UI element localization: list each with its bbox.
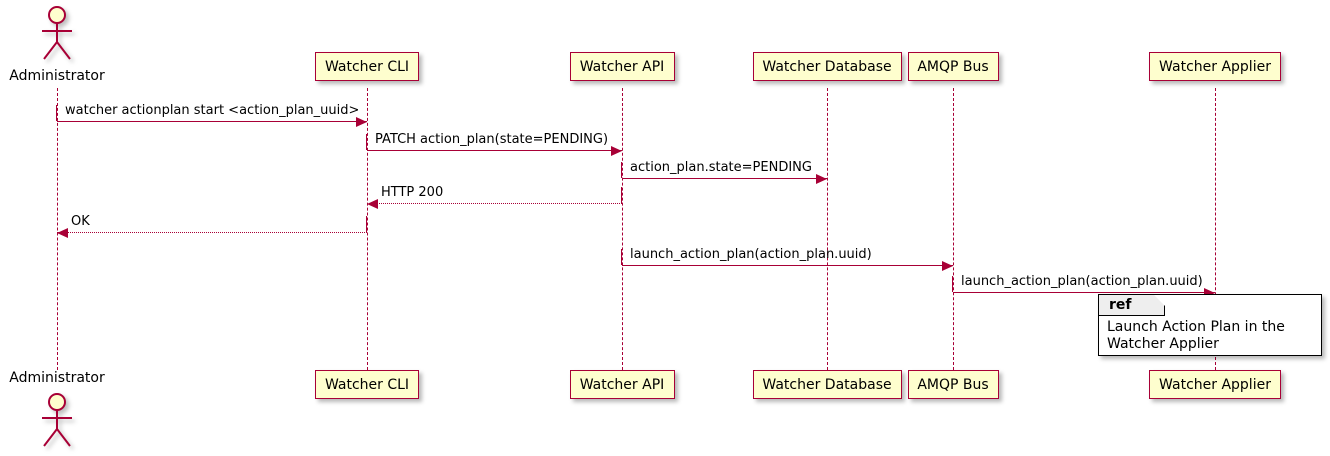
ref-fragment-text: Launch Action Plan in the Watcher Applie… <box>1107 319 1285 352</box>
message-arrowhead-5 <box>57 227 68 238</box>
message-arrowhead-1 <box>356 116 367 127</box>
message-line-4 <box>367 203 622 204</box>
participant-box-watcher-api-bottom[interactable]: Watcher API <box>569 370 675 399</box>
ref-fragment-keyword: ref <box>1099 295 1165 316</box>
message-line-7 <box>953 292 1215 293</box>
message-source-tick-1 <box>56 105 58 121</box>
actor-label-administrator-bottom: Administrator <box>9 370 105 386</box>
lifeline-watcher-applier <box>1214 88 1216 370</box>
participant-label: Watcher CLI <box>324 59 410 75</box>
participant-label: Watcher Database <box>762 59 892 75</box>
message-line-5 <box>57 232 367 233</box>
message-arrowhead-7 <box>1204 287 1215 298</box>
message-source-tick-2 <box>366 134 368 150</box>
message-arrowhead-6 <box>942 260 953 271</box>
participant-label: Watcher Database <box>762 377 892 393</box>
message-line-3 <box>622 178 827 179</box>
participant-label: Watcher Applier <box>1159 377 1271 393</box>
message-arrowhead-3 <box>816 173 827 184</box>
actor-stick-figure <box>42 6 72 60</box>
participant-box-watcher-cli-top[interactable]: Watcher CLI <box>315 52 419 81</box>
message-arrowhead-4 <box>367 198 378 209</box>
participant-box-watcher-applier-top[interactable]: Watcher Applier <box>1149 52 1281 81</box>
participant-label: Watcher API <box>579 59 665 75</box>
participant-box-watcher-database-top[interactable]: Watcher Database <box>752 52 902 81</box>
message-source-tick-6 <box>621 249 623 265</box>
participant-label: Watcher API <box>579 377 665 393</box>
actor-stick-figure <box>42 393 72 447</box>
message-label-4: HTTP 200 <box>381 185 444 200</box>
lifeline-watcher-api <box>621 88 623 370</box>
message-label-3: action_plan.state=PENDING <box>630 160 812 175</box>
message-source-tick-7 <box>952 276 954 292</box>
participant-box-amqp-bus-top[interactable]: AMQP Bus <box>907 52 999 81</box>
participant-box-watcher-applier-bottom[interactable]: Watcher Applier <box>1149 370 1281 399</box>
participant-box-watcher-cli-bottom[interactable]: Watcher CLI <box>315 370 419 399</box>
participant-label: Watcher CLI <box>324 377 410 393</box>
lifeline-watcher-database <box>826 88 828 370</box>
message-line-1 <box>57 121 367 122</box>
message-label-1: watcher actionplan start <action_plan_uu… <box>65 103 360 118</box>
participant-label: AMQP Bus <box>917 377 989 393</box>
message-label-5: OK <box>71 214 90 229</box>
participant-box-amqp-bus-bottom[interactable]: AMQP Bus <box>907 370 999 399</box>
message-line-2 <box>367 150 622 151</box>
message-label-6: launch_action_plan(action_plan.uuid) <box>630 247 872 262</box>
message-label-2: PATCH action_plan(state=PENDING) <box>375 132 609 147</box>
actor-administrator-top[interactable] <box>35 5 79 65</box>
participant-box-watcher-api-top[interactable]: Watcher API <box>569 52 675 81</box>
participant-box-watcher-database-bottom[interactable]: Watcher Database <box>752 370 902 399</box>
message-source-tick-3 <box>621 162 623 178</box>
lifeline-amqp-bus <box>952 88 954 370</box>
message-label-7: launch_action_plan(action_plan.uuid) <box>961 274 1203 289</box>
participant-label: Watcher Applier <box>1159 59 1271 75</box>
actor-administrator-bottom[interactable] <box>35 392 79 452</box>
message-line-6 <box>622 265 953 266</box>
message-source-tick-4 <box>621 187 623 203</box>
actor-label-administrator-top: Administrator <box>9 68 105 84</box>
message-arrowhead-2 <box>611 145 622 156</box>
participant-label: AMQP Bus <box>917 59 989 75</box>
message-source-tick-5 <box>366 216 368 232</box>
